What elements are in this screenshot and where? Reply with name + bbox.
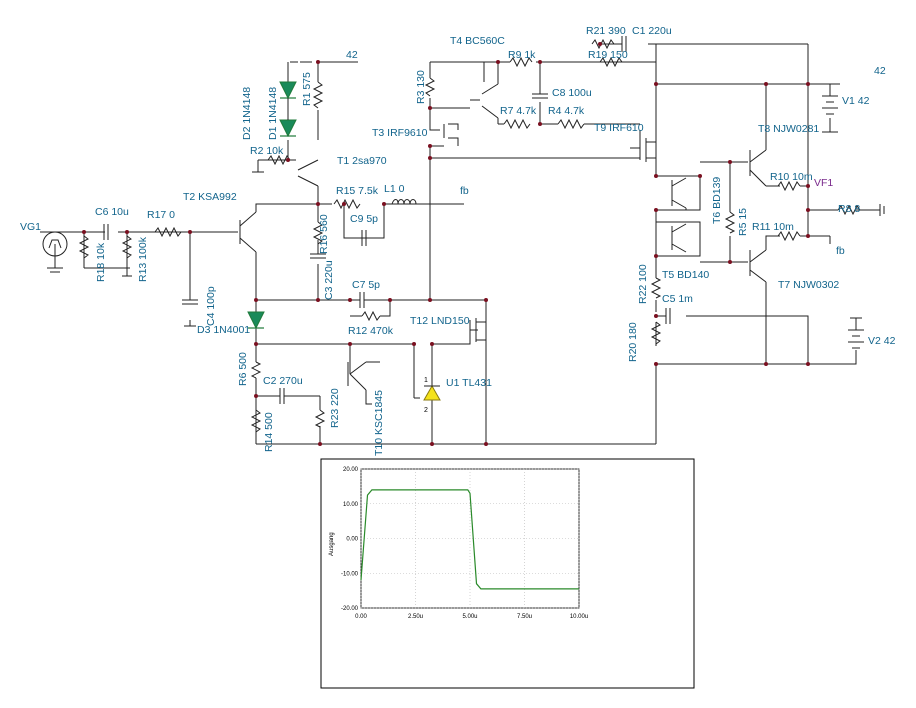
label-u1: U1 TL431 — [446, 377, 492, 389]
label-r12: R12 470k — [348, 325, 394, 337]
label-t8: T8 NJW0281 — [758, 123, 819, 135]
plot-ticks: 0.00 2.50u 5.00u 7.50u 10.00u 20.00 10.00 0.00 -… — [341, 467, 588, 620]
label-r7: R7 4.7k — [500, 105, 537, 117]
label-l1: L1 0 — [384, 183, 405, 195]
label-v2: V2 42 — [868, 335, 896, 347]
plot-series-line — [360, 489, 579, 590]
label-c6: C6 10u — [95, 206, 129, 218]
plot-y-tick-label: 10.00 — [343, 502, 359, 508]
component-labels: VG1 C6 10u R17 0 R18 10k R13 100k T2 KSA… — [20, 25, 896, 456]
label-42-top: 42 — [346, 49, 358, 61]
plot-y-tick-label: -20.00 — [341, 606, 359, 612]
label-vg1: VG1 — [20, 221, 41, 233]
label-vf1: VF1 — [814, 177, 833, 189]
label-t3: T3 IRF9610 — [372, 127, 428, 139]
label-r2: R2 10k — [250, 145, 284, 157]
plot-y-tick-label: 0.00 — [346, 537, 358, 543]
label-r16: R16 560 — [318, 214, 330, 254]
plot-x-tick-label: 10.00u — [570, 614, 588, 620]
label-r1: R1 575 — [301, 72, 313, 106]
label-r22: R22 100 — [637, 264, 649, 304]
plot-y-tick-label: -10.00 — [341, 571, 359, 577]
label-r6: R6 500 — [237, 352, 249, 386]
label-v1: V1 42 — [842, 95, 870, 107]
label-r13: R13 100k — [137, 236, 149, 282]
label-pin-2: 2 — [424, 407, 428, 414]
label-r17: R17 0 — [147, 209, 175, 221]
label-t6: T6 BD139 — [711, 177, 723, 224]
label-c5: C5 1m — [662, 293, 693, 305]
label-r8: R8 8 — [838, 203, 860, 215]
label-r11: R11 10m — [752, 221, 794, 233]
label-t1: T1 2sa970 — [337, 155, 387, 167]
label-r14: R14 500 — [263, 412, 275, 452]
label-c4: C4 100p — [205, 286, 217, 326]
label-r3: R3 130 — [415, 70, 427, 104]
label-r18: R18 10k — [95, 242, 107, 282]
label-r20: R20 180 — [627, 322, 639, 362]
label-r10: R10 10m — [770, 171, 813, 183]
label-r21: R21 390 — [586, 25, 626, 37]
label-t2: T2 KSA992 — [183, 191, 237, 203]
label-pin-1: 1 — [424, 377, 428, 384]
label-t10: T10 KSC1845 — [373, 390, 385, 456]
label-t4: T4 BC560C — [450, 35, 505, 47]
label-42-right: 42 — [874, 65, 886, 77]
label-d3: D3 1N4001 — [197, 324, 250, 336]
label-r19: R19 150 — [588, 49, 628, 61]
plot-x-tick-label: 7.50u — [517, 614, 532, 620]
label-t12: T12 LND150 — [410, 315, 470, 327]
label-c8: C8 100u — [552, 87, 592, 99]
junctions — [82, 42, 810, 446]
label-t5: T5 BD140 — [662, 269, 709, 281]
label-d2: D2 1N4148 — [241, 87, 253, 140]
label-d1: D1 1N4148 — [267, 87, 279, 140]
plot-grid — [360, 468, 580, 609]
label-r15: R15 7.5k — [336, 185, 379, 197]
label-c9: C9 5p — [350, 213, 378, 225]
plot-y-tick-label: 20.00 — [343, 467, 359, 473]
d3-diode — [247, 311, 265, 330]
label-r23: R23 220 — [329, 388, 341, 428]
label-r9: R9 1k — [508, 49, 536, 61]
label-t9: T9 IRF610 — [594, 122, 644, 134]
label-fb-2: fb — [836, 245, 845, 257]
components — [42, 36, 885, 433]
plot-frame — [320, 458, 695, 689]
label-t7: T7 NJW0302 — [778, 279, 839, 291]
plot-x-tick-label: 0.00 — [355, 614, 367, 620]
label-r5: R5 15 — [737, 208, 749, 236]
plot-x-tick-label: 5.00u — [462, 614, 477, 620]
label-r4: R4 4.7k — [548, 105, 585, 117]
label-c1: C1 220u — [632, 25, 672, 37]
label-c3: C3 220u — [323, 260, 335, 300]
label-fb-1: fb — [460, 185, 469, 197]
transient-plot: 0.00 2.50u 5.00u 7.50u 10.00u 20.00 10.00 0.00 -… — [320, 458, 695, 689]
label-c2: C2 270u — [263, 375, 303, 387]
label-c7: C7 5p — [352, 279, 380, 291]
wires — [40, 43, 880, 445]
vg1-source — [42, 231, 68, 257]
plot-ylabel: Ausgang — [329, 532, 335, 556]
u1-reference — [423, 384, 441, 401]
plot-x-tick-label: 2.50u — [408, 614, 423, 620]
